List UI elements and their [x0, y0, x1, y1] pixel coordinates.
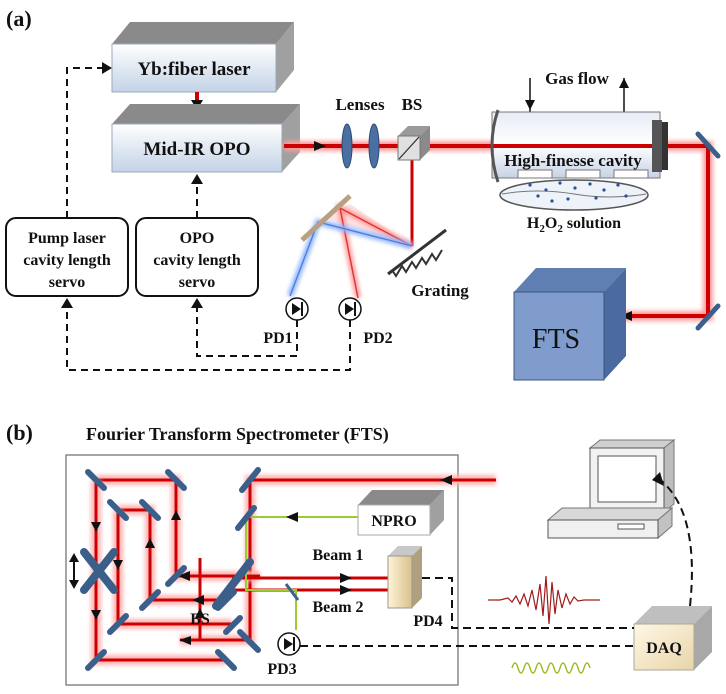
beam2-label: Beam 2	[312, 599, 363, 616]
beam1-label: Beam 1	[312, 547, 363, 564]
beam2-arrow-icon	[340, 585, 352, 595]
down-arrow-3-icon	[113, 560, 123, 570]
left-arrow-2-icon	[192, 595, 204, 605]
gas-in-arrow-icon	[525, 100, 535, 110]
laser-feedback-arrow-icon	[102, 62, 112, 74]
sine-wave-icon	[511, 662, 591, 674]
pd4-label: PD4	[413, 613, 442, 630]
gas-flow-label: Gas flow	[545, 69, 609, 88]
grating-beams	[287, 202, 414, 299]
pump-servo-in-arrow-icon	[61, 298, 73, 308]
h2o2-solution-dish	[499, 179, 649, 211]
pd3-label: PD3	[267, 661, 296, 678]
opo-servo-line-2: cavity length	[153, 252, 241, 269]
yb-fiber-laser-box: Yb:fiber laser	[111, 22, 294, 93]
up-arrow-2-icon	[171, 510, 181, 520]
beam-splitter-cube	[397, 126, 430, 161]
opo-servo-line-3: servo	[179, 274, 215, 291]
fold-mirror-top	[695, 131, 721, 159]
moving-retroreflector	[80, 548, 118, 594]
mid-ir-opo-box: Mid-IR OPO	[111, 104, 300, 173]
npro-arrow-icon	[286, 512, 298, 522]
steering-mirror	[300, 194, 352, 242]
fts-mirrors	[85, 467, 261, 671]
fts-title: Fourier Transform Spectrometer (FTS)	[86, 424, 389, 445]
pd2-label: PD2	[363, 330, 392, 347]
signal-lines	[300, 477, 693, 647]
feedback-lines	[66, 67, 351, 371]
computer-icon	[546, 438, 676, 540]
daq-box: DAQ	[633, 606, 712, 671]
pd1-label: PD1	[263, 330, 292, 347]
daq-to-pc-arrow-icon	[652, 472, 664, 486]
fts-label: FTS	[532, 324, 580, 355]
solution-label: H2O2 solution	[527, 215, 621, 235]
daq-label: DAQ	[646, 640, 682, 657]
fts-beam-splitter	[212, 558, 254, 610]
interferogram-icon	[488, 575, 600, 625]
npro-box: NPRO	[357, 490, 444, 536]
fold-mirror-bottom	[695, 303, 721, 331]
fts-input-arrow-icon	[440, 475, 452, 485]
pd2-photodiode	[338, 297, 362, 321]
panel-a-tag: (a)	[6, 6, 32, 31]
pump-servo-line-2: cavity length	[23, 252, 111, 269]
opo-servo-in-arrow-icon	[191, 298, 203, 308]
bs-label-b: BS	[190, 611, 210, 628]
beam-arrow-icon	[314, 141, 326, 151]
left-arrow-1-icon	[178, 571, 190, 581]
up-arrow-3-icon	[195, 608, 205, 618]
down-arrow-2-icon	[91, 610, 101, 620]
lens-2-icon	[368, 123, 380, 169]
return-arrow-icon	[179, 636, 191, 645]
pd1-photodiode	[285, 297, 309, 321]
lenses-label: Lenses	[335, 95, 385, 114]
high-finesse-cavity	[490, 109, 668, 183]
fts-box: FTS	[513, 268, 626, 381]
opo-servo-line-1: OPO	[180, 230, 215, 247]
npro-label: NPRO	[371, 513, 416, 530]
opo-label: Mid-IR OPO	[143, 139, 250, 160]
laser-label: Yb:fiber laser	[137, 59, 251, 80]
bs-label-a: BS	[402, 95, 423, 114]
pump-servo-line-3: servo	[49, 274, 85, 291]
gas-out-arrow-icon	[619, 78, 629, 88]
pd3-photodiode	[277, 632, 301, 656]
grating-label: Grating	[411, 281, 469, 300]
pump-servo-line-1: Pump laser	[28, 230, 106, 247]
translation-arrow-icon	[69, 553, 79, 589]
panel-b-tag: (b)	[6, 420, 33, 445]
opo-feedback-arrow-icon	[191, 174, 203, 184]
pd4-detector	[387, 546, 422, 609]
down-arrow-1-icon	[91, 522, 101, 532]
beam1-arrow-icon	[340, 573, 352, 583]
up-arrow-1-icon	[145, 538, 155, 548]
cavity-label: High-finesse cavity	[504, 151, 642, 170]
pick-off-mirror	[284, 583, 300, 601]
lens-1-icon	[341, 123, 353, 169]
diffraction-grating	[387, 228, 447, 278]
